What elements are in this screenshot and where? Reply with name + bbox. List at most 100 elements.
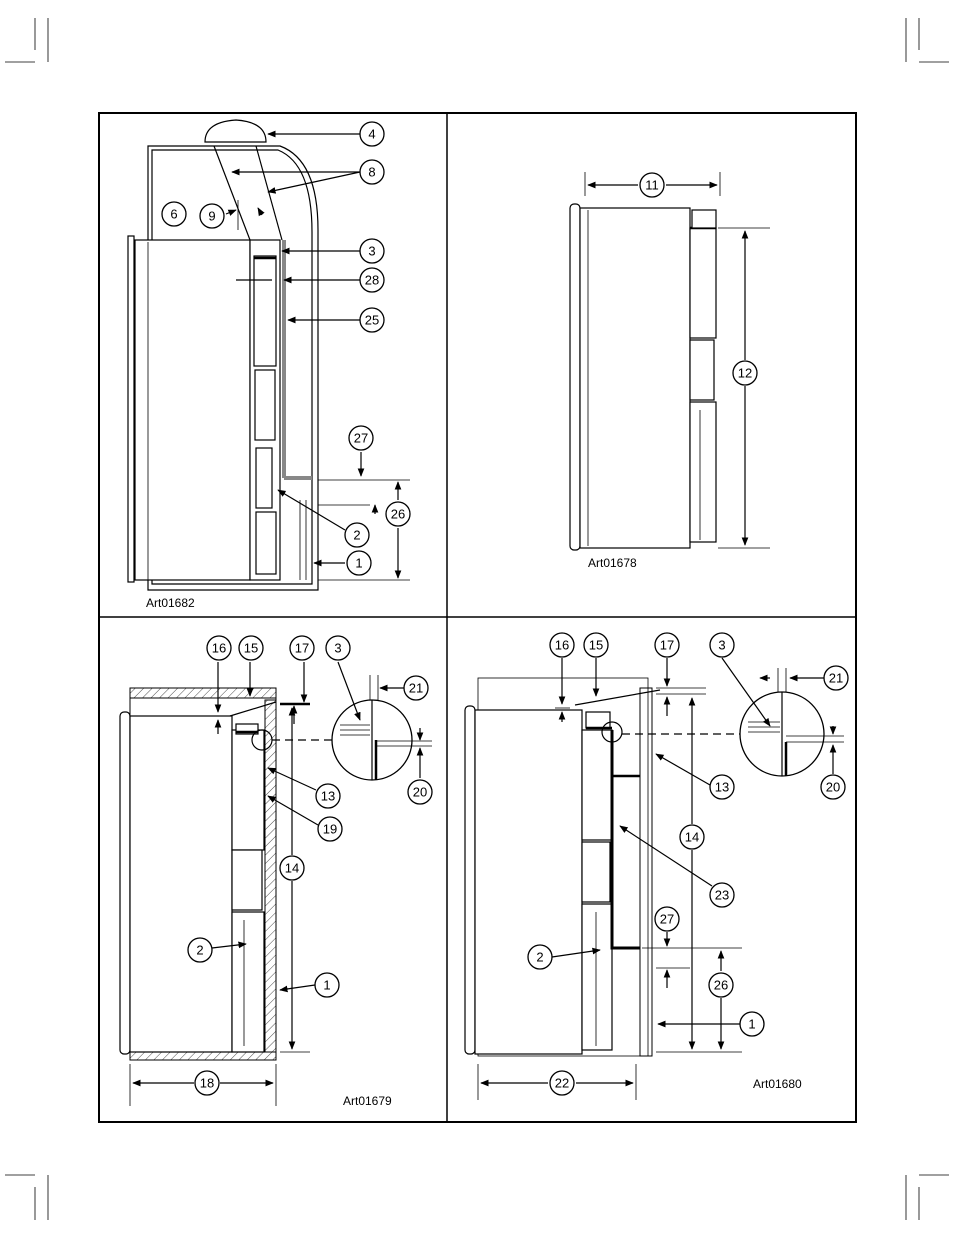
enclosure-cabinet [119, 687, 277, 1061]
callout-20-label: 20 [826, 780, 840, 795]
callout-4-label: 4 [368, 127, 375, 142]
callout-18-label: 18 [200, 1076, 214, 1091]
art-label: Art01682 [146, 596, 195, 610]
callout-11-label: 11 [645, 178, 659, 193]
callout-23-label: 23 [715, 888, 729, 903]
callout-15-label: 15 [589, 638, 603, 653]
callout-3: 3 [359, 238, 385, 264]
callout-14: 14 [279, 855, 305, 881]
detail-magnifier [251, 699, 413, 781]
callout-13-label: 13 [715, 780, 729, 795]
callout-26: 26 [708, 972, 734, 998]
callout-15: 15 [583, 632, 609, 658]
callout-3-label: 3 [368, 244, 375, 259]
callout-27-label: 27 [354, 431, 368, 446]
callout-21: 21 [823, 665, 849, 691]
callout-12: 12 [732, 360, 758, 386]
callout-2: 2 [344, 522, 370, 548]
callout-13-label: 13 [321, 789, 335, 804]
enclosure-outline [127, 145, 319, 591]
callout-1-label: 1 [355, 556, 362, 571]
callout-18: 18 [194, 1070, 220, 1096]
callout-2-label: 2 [536, 950, 543, 965]
callout-21: 21 [403, 675, 429, 701]
callout-1: 1 [739, 1011, 765, 1037]
callout-16-label: 16 [555, 638, 569, 653]
callout-1: 1 [314, 972, 340, 998]
callout-21-label: 21 [829, 671, 843, 686]
crop-marks [5, 18, 949, 1220]
callout-3-label: 3 [334, 641, 341, 656]
callout-16: 16 [206, 635, 232, 661]
callout-8-label: 8 [368, 165, 375, 180]
callout-1-label: 1 [323, 978, 330, 993]
callout-9: 9 [199, 203, 225, 229]
callout-8: 8 [359, 159, 385, 185]
callout-3: 3 [709, 632, 735, 658]
dimension-lines [129, 661, 432, 1106]
art-label: Art01678 [588, 556, 637, 570]
callout-3: 3 [325, 635, 351, 661]
callout-11: 11 [639, 172, 665, 198]
callout-17: 17 [289, 635, 315, 661]
leader-lines [225, 130, 410, 581]
callout-12-label: 12 [738, 366, 752, 381]
callout-1: 1 [346, 550, 372, 576]
callout-22: 22 [549, 1070, 575, 1096]
callout-26-label: 26 [714, 978, 728, 993]
callout-20-label: 20 [413, 785, 427, 800]
callout-19: 19 [317, 816, 343, 842]
callout-2-label: 2 [353, 528, 360, 543]
water-heater-side-view [569, 203, 717, 551]
panel-bottom-right: 16 15 17 3 21 20 13 14 23 27 2 26 1 22 A… [464, 632, 849, 1100]
callout-13: 13 [709, 774, 735, 800]
callout-28: 28 [359, 267, 385, 293]
callout-19-label: 19 [323, 822, 337, 837]
panel-frame [98, 112, 857, 1123]
callout-25-label: 25 [365, 313, 379, 328]
callout-27: 27 [348, 425, 374, 451]
callout-17: 17 [654, 632, 680, 658]
callout-15-label: 15 [244, 641, 258, 656]
callout-14-label: 14 [685, 830, 699, 845]
callout-1-label: 1 [748, 1017, 755, 1032]
callout-9-label: 9 [208, 209, 215, 224]
callout-17-label: 17 [660, 638, 674, 653]
callout-2: 2 [187, 937, 213, 963]
callout-6: 6 [161, 201, 187, 227]
callout-13: 13 [315, 783, 341, 809]
callout-26-label: 26 [391, 507, 405, 522]
callout-6-label: 6 [170, 207, 177, 222]
callout-14: 14 [679, 824, 705, 850]
callout-22-label: 22 [555, 1076, 569, 1091]
water-heater-body [249, 239, 307, 581]
detail-magnifier [601, 691, 825, 777]
callout-20: 20 [820, 774, 846, 800]
callout-2: 2 [527, 944, 553, 970]
callout-27: 27 [654, 906, 680, 932]
callout-26: 26 [385, 501, 411, 527]
callout-16: 16 [549, 632, 575, 658]
callout-2-label: 2 [196, 943, 203, 958]
dimension-lines [584, 172, 770, 549]
panel-top-right: 11 12 Art01678 [569, 172, 770, 570]
art-label: Art01679 [343, 1094, 392, 1108]
panel-top-left: 4 8 6 9 3 28 25 27 26 2 1 Art01682 [127, 119, 411, 610]
callout-27-label: 27 [660, 912, 674, 927]
dimension-lines [477, 657, 844, 1100]
callout-21-label: 21 [409, 681, 423, 696]
panel-bottom-left: 16 15 17 3 21 20 13 19 14 2 1 18 Art0167… [119, 635, 433, 1108]
callout-17-label: 17 [295, 641, 309, 656]
callout-16-label: 16 [212, 641, 226, 656]
callout-14-label: 14 [285, 861, 299, 876]
art-label: Art01680 [753, 1077, 802, 1091]
callout-20: 20 [407, 779, 433, 805]
callout-3-label: 3 [718, 638, 725, 653]
callout-25: 25 [359, 307, 385, 333]
enclosure-cabinet [464, 677, 661, 1057]
callout-15: 15 [238, 635, 264, 661]
callout-4: 4 [359, 121, 385, 147]
callout-28-label: 28 [365, 273, 379, 288]
callout-23: 23 [709, 882, 735, 908]
